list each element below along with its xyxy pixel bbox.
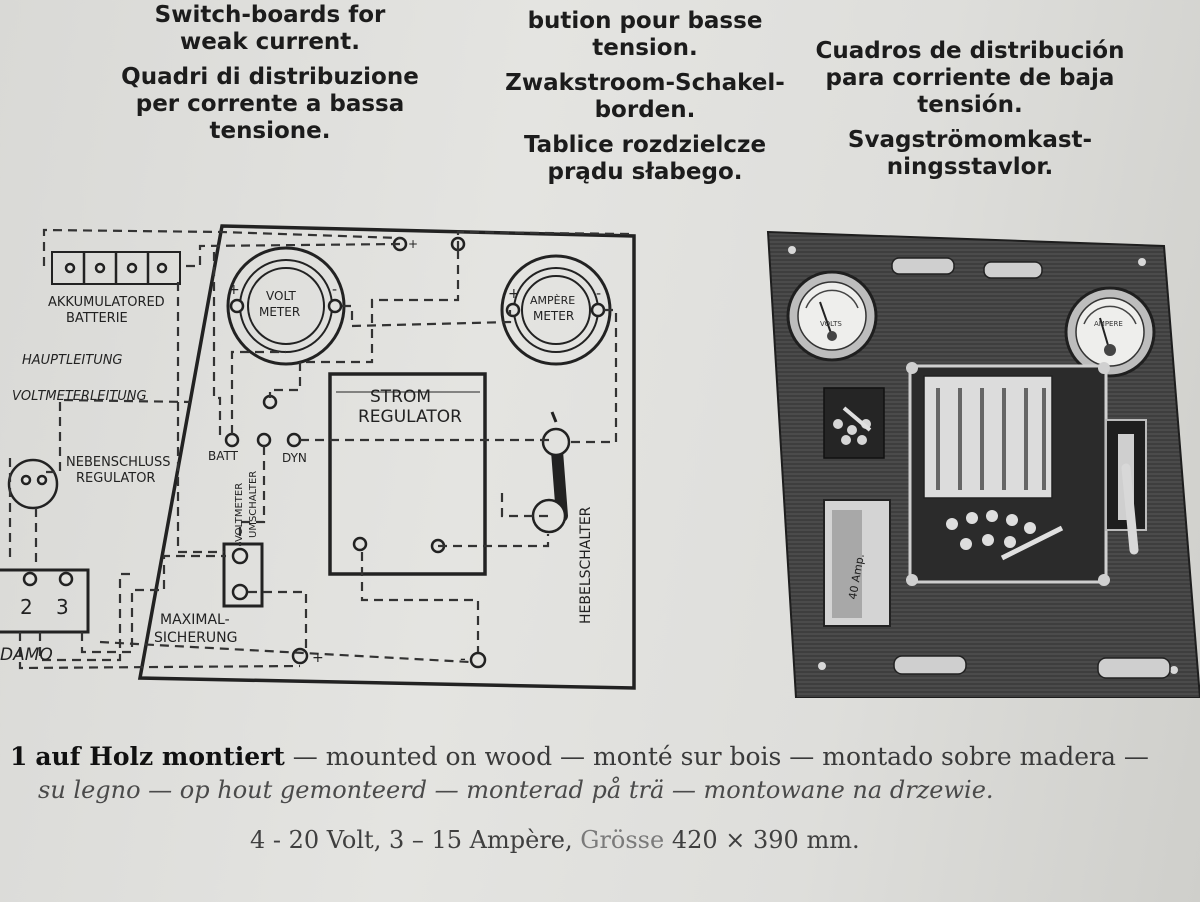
photo-ampere-label: AMPERE bbox=[1094, 320, 1123, 328]
heading-fr-2: tension. bbox=[592, 35, 698, 61]
heading-it-1: Quadri di distribuzione bbox=[121, 64, 419, 90]
maximal-label-1: MAXIMAL- bbox=[160, 612, 230, 628]
voltmeter-umschalter-label-2: UMSCHALTER bbox=[248, 471, 259, 538]
ampere-meter-label-2: METER bbox=[533, 309, 574, 323]
heading-col1: Switch-boards for weak current. Quadri d… bbox=[60, 2, 480, 145]
nebenschluss-label-1: NEBENSCHLUSS bbox=[66, 455, 171, 470]
nebenschluss-label-2: REGULATOR bbox=[76, 471, 155, 486]
heading-en-2: weak current. bbox=[179, 29, 361, 55]
switchboard-photo: VOLTS AMPERE 40 Amp. bbox=[766, 230, 1200, 698]
plus-mark-2: + bbox=[508, 286, 520, 302]
minus-mark-1: - bbox=[332, 282, 337, 298]
heading-nl-1: Zwakstroom-Schakel- bbox=[505, 70, 785, 96]
heading-col2: bution pour basse tension. Zwakstroom-Sc… bbox=[450, 8, 840, 186]
dynamo-label: DAMO bbox=[0, 645, 53, 665]
minus-mark-2: - bbox=[596, 286, 601, 302]
heading-es-3: tensión. bbox=[917, 92, 1023, 118]
model-number: 1 bbox=[10, 742, 28, 771]
heading-es-1: Cuadros de distribución bbox=[815, 38, 1125, 64]
hebelschalter-label: HEBELSCHALTER bbox=[578, 506, 594, 624]
voltmeterleitung-label: VOLTMETERLEITUNG bbox=[12, 389, 147, 404]
caption-line2: su legno — op hout gemonteerd — monterad… bbox=[38, 776, 994, 804]
caption-spec: 4 - 20 Volt, 3 – 15 Ampère, Grösse 420 ×… bbox=[250, 826, 860, 854]
ampere-meter-label-1: AMPÈRE bbox=[530, 294, 575, 307]
dynamo-terminal-3: 3 bbox=[56, 595, 69, 619]
heading-sv-2: ningsstavlor. bbox=[886, 154, 1054, 180]
batterie-label-2: BATTERIE bbox=[66, 311, 128, 326]
dyn-label: DYN bbox=[282, 451, 307, 465]
volt-meter-label-1: VOLT bbox=[266, 289, 296, 303]
heading-en-1: Switch-boards for bbox=[154, 2, 386, 28]
heading-it-2: per corrente a bassa bbox=[135, 91, 405, 117]
heading-pl-1: Tablice rozdzielcze bbox=[523, 132, 767, 158]
plus-mark-4: + bbox=[312, 650, 324, 666]
spec-size-label: Grösse bbox=[580, 826, 665, 854]
plus-mark-1: + bbox=[228, 282, 240, 298]
heading-es-2: para corriente de baja bbox=[825, 65, 1115, 91]
heading-fr-1: bution pour basse bbox=[527, 8, 763, 34]
minus-mark-4: - bbox=[460, 649, 466, 668]
heading-it-3: tensione. bbox=[209, 118, 331, 144]
heading-sv-1: Svagströmomkast- bbox=[847, 127, 1093, 153]
strom-regulator-label-1: STROM bbox=[370, 387, 431, 407]
heading-col3: Cuadros de distribución para corriente d… bbox=[800, 38, 1140, 181]
caption-lead: auf Holz montiert bbox=[35, 742, 285, 771]
batt-label: BATT bbox=[208, 449, 239, 463]
hauptleitung-label: HAUPTLEITUNG bbox=[22, 353, 123, 368]
heading-pl-2: prądu słabego. bbox=[547, 159, 743, 185]
plus-mark-3: + bbox=[408, 237, 418, 251]
caption-line1: 1 auf Holz montiert — mounted on wood — … bbox=[10, 742, 1200, 771]
batterie-label-1: AKKUMULATORED bbox=[48, 295, 165, 310]
heading-nl-2: borden. bbox=[594, 97, 696, 123]
volt-meter-label-2: METER bbox=[259, 305, 300, 319]
wiring-diagram: AKKUMULATORED BATTERIE HAUPTLEITUNG VOLT… bbox=[0, 224, 636, 690]
photo-volts-label: VOLTS bbox=[820, 320, 842, 328]
maximal-label-2: SICHERUNG bbox=[154, 630, 237, 646]
voltmeter-umschalter-label-1: VOLTMETER bbox=[234, 483, 245, 542]
caption-line1-rest: — mounted on wood — monté sur bois — mon… bbox=[284, 742, 1149, 771]
spec-dimensions: 420 × 390 mm. bbox=[671, 826, 860, 854]
spec-main: 4 - 20 Volt, 3 – 15 Ampère, bbox=[250, 826, 573, 854]
strom-regulator-label-2: REGULATOR bbox=[358, 407, 462, 427]
dynamo-terminal-2: 2 bbox=[20, 595, 33, 619]
